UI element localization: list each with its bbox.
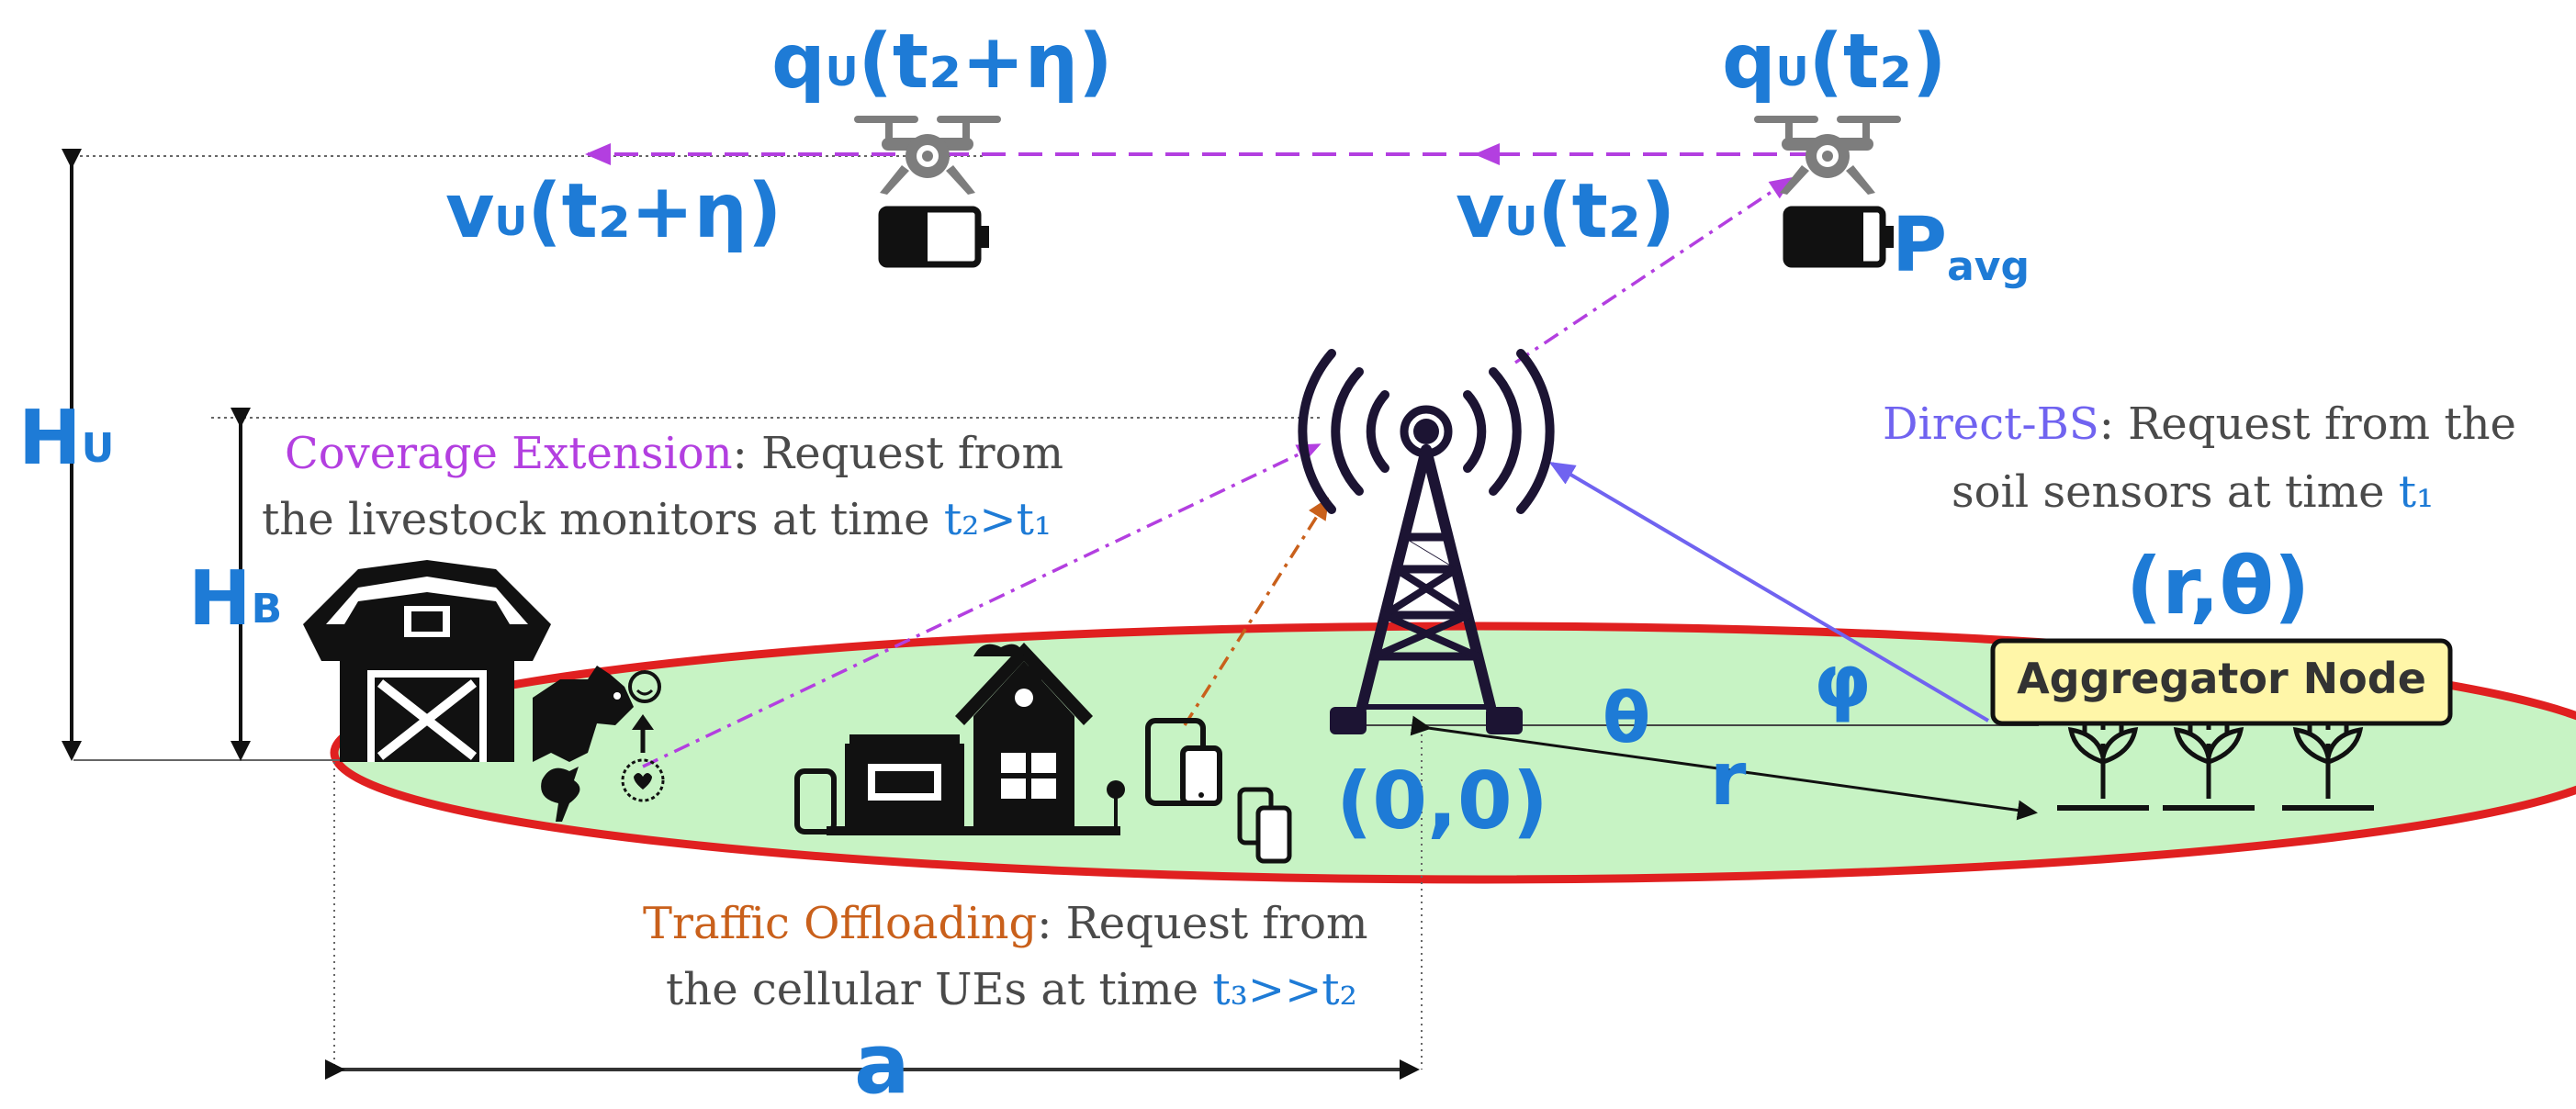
phi-angle-label: φ [1814, 639, 1872, 724]
heart-monitor-icon [621, 670, 665, 802]
radius-arrow [1410, 715, 2038, 821]
radius-label: r [1710, 736, 1747, 822]
trajectory-arrowhead-1 [1474, 143, 1500, 165]
ue-to-bs-link [1183, 497, 1330, 726]
uav-height-label: HU [18, 395, 114, 482]
polar-coordinate-label: (r,θ) [2126, 541, 2310, 633]
uav-velocity-label: vU(t₂) [1456, 168, 1675, 255]
barn-icon [303, 560, 551, 762]
direct-bs-caption-line2: soil sensors at time t₁ [1952, 466, 2434, 518]
cell-tower-icon [1298, 349, 1555, 734]
plant-sensor-icon [2163, 713, 2255, 811]
traffic-offloading-caption-line1: Traffic Offloading: Request from [643, 898, 1368, 949]
uav-velocity-eta-label: vU(t₂+η) [445, 168, 782, 255]
coverage-width-label: a [854, 1016, 910, 1109]
chicken-icon [541, 767, 580, 822]
plant-sensor-icon [2057, 713, 2149, 811]
uav-position-label: qU(t₂) [1722, 18, 1947, 106]
livestock-to-bs-link [642, 443, 1322, 768]
cow-icon [533, 666, 634, 762]
sensor-to-bs-link [1548, 461, 1990, 723]
bs-to-uav-link [1514, 176, 1794, 364]
trajectory-arrowhead-2 [585, 143, 611, 165]
traffic-offloading-caption-line2: the cellular UEs at time t₃>>t₂ [666, 964, 1357, 1015]
uav-position-eta-label: qU(t₂+η) [771, 18, 1113, 106]
coverage-extension-caption-line1: Coverage Extension: Request from [285, 428, 1063, 479]
aggregator-node-box [1990, 638, 2453, 726]
smartphone-icon [1237, 787, 1292, 864]
bs-height-label: HB [188, 555, 282, 643]
battery-half-icon [878, 206, 989, 268]
smartphone-icon [794, 768, 837, 835]
aggregator-node-label: Aggregator Node [2017, 654, 2426, 703]
drone-icon [1754, 116, 1901, 195]
coverage-extension-caption-line2: the livestock monitors at time t₂>t₁ [262, 494, 1052, 545]
direct-bs-caption-line1: Direct-BS: Request from the [1883, 398, 2516, 450]
house-icon [827, 643, 1125, 835]
origin-label: (0,0) [1336, 756, 1548, 847]
drone-icon [854, 116, 1001, 195]
theta-angle-label: θ [1603, 677, 1650, 758]
battery-full-icon [1783, 206, 1894, 268]
tablet-icon [1145, 718, 1222, 806]
average-power-label: Pavg [1892, 202, 2030, 290]
